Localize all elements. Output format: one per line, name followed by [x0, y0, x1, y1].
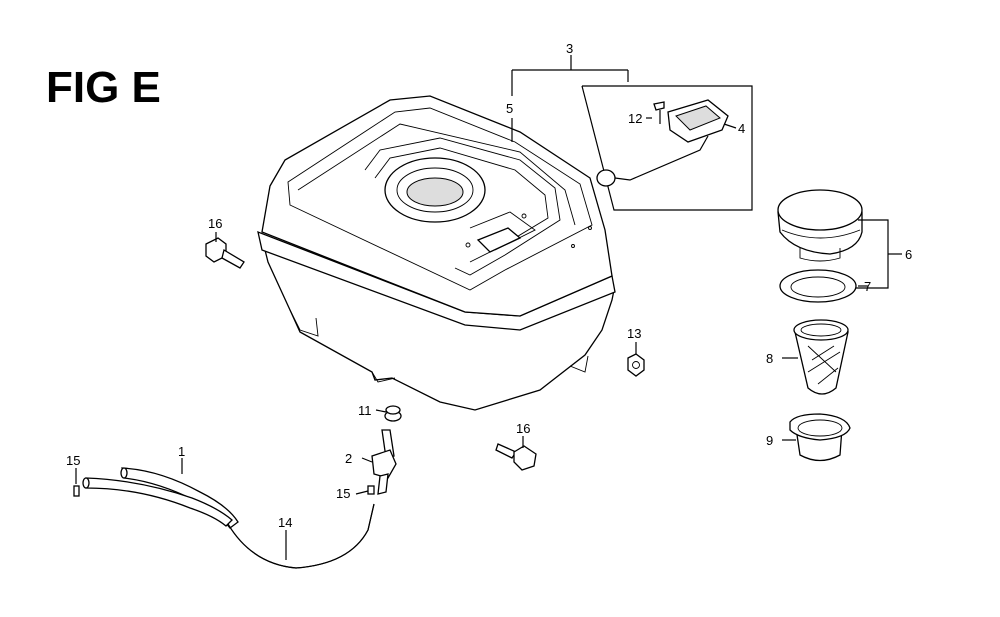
label-4: 4: [738, 121, 745, 136]
label-7: 7: [864, 279, 871, 294]
clip-15-left: [73, 468, 80, 497]
fuel-strainer: [793, 319, 849, 395]
filler-cap: [777, 189, 863, 262]
label-15-right: 15: [336, 486, 350, 501]
label-16-left: 16: [208, 216, 222, 231]
label-5: 5: [506, 101, 513, 116]
label-3: 3: [566, 41, 573, 56]
fuel-tube-1: [82, 458, 239, 529]
label-6: 6: [905, 247, 912, 262]
cap-gasket: [779, 269, 857, 303]
fuel-tube-14: [227, 503, 375, 569]
label-11: 11: [358, 403, 372, 418]
bolt-16-left: [205, 232, 245, 269]
clip-11: [385, 405, 401, 415]
strainer-holder: [789, 413, 851, 462]
label-13: 13: [627, 326, 641, 341]
label-1: 1: [178, 444, 185, 459]
bracket-3: [511, 55, 629, 142]
bolt-16-bottom: [495, 436, 537, 471]
fuel-tank: [257, 95, 616, 411]
fuel-gauge-group: [581, 85, 753, 211]
label-9: 9: [766, 433, 773, 448]
clip-15-right: [367, 485, 375, 495]
label-2: 2: [345, 451, 352, 466]
label-8: 8: [766, 351, 773, 366]
fuel-cock: [361, 410, 402, 495]
label-16-bottom: 16: [516, 421, 530, 436]
label-14: 14: [278, 515, 292, 530]
label-15-left: 15: [66, 453, 80, 468]
label-12: 12: [628, 111, 642, 126]
nut-13: [627, 342, 645, 377]
figure-title: FIG E: [46, 63, 161, 112]
